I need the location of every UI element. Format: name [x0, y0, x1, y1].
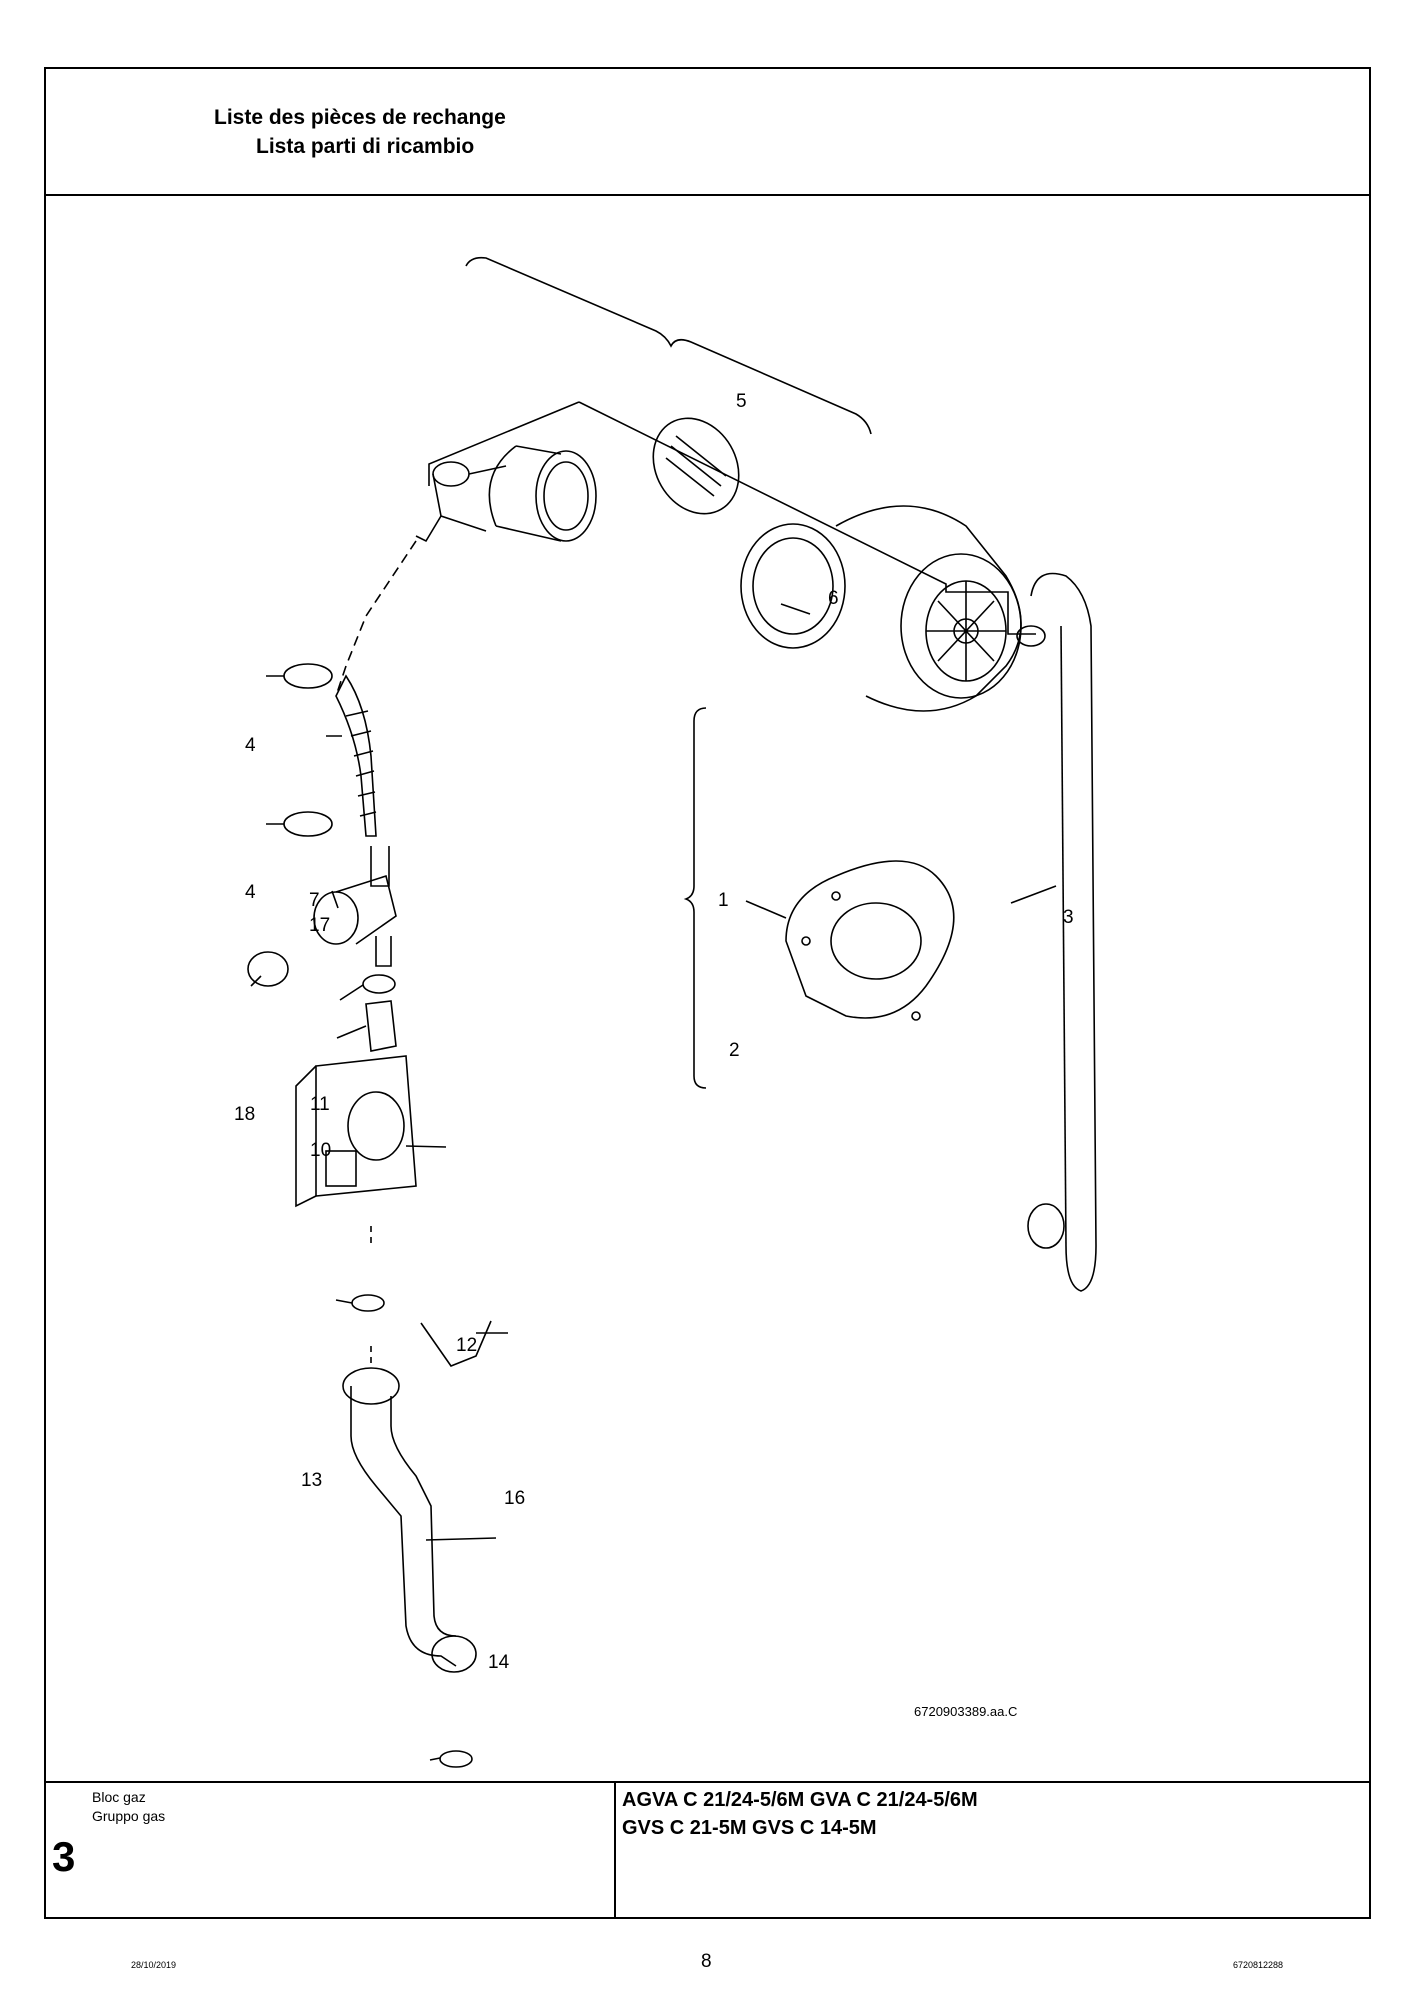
callout-18: 18 — [234, 1104, 255, 1125]
tube-part — [1016, 572, 1097, 1292]
callout-12: 12 — [456, 1335, 477, 1356]
oring-part — [362, 974, 396, 994]
callout-7: 7 — [309, 890, 320, 911]
page-frame: Liste des pièces de rechange Lista parti… — [44, 67, 1371, 1919]
gas-pipe-part — [342, 1367, 477, 1673]
footer-date: 28/10/2019 — [131, 1960, 177, 1970]
document-code: 6720812288 — [1233, 1960, 1284, 1970]
cap-part — [247, 951, 289, 987]
gasket-part — [785, 860, 955, 1021]
exploded-view-drawing: 5 6 1 3 2 4 7 4 17 18 11 10 12 13 16 14 … — [46, 196, 1369, 1783]
callout-17: 17 — [309, 915, 330, 936]
fitting-part — [313, 846, 397, 967]
models-line-1: AGVA C 21/24-5/6M GVA C 21/24-5/6M — [622, 1789, 978, 1811]
callout-1: 1 — [718, 890, 729, 911]
venturi-part — [415, 445, 597, 543]
footer-block: Bloc gaz Gruppo gas 3 AGVA C 21/24-5/6M … — [46, 1781, 1369, 1917]
gas-valve-part — [295, 1055, 417, 1208]
callout-4b: 4 — [245, 882, 256, 903]
models-line-2: GVS C 21-5M GVS C 14-5M — [622, 1817, 877, 1839]
drawing-reference: 6720903389.aa.C — [914, 1704, 1017, 1719]
section-cell: Bloc gaz Gruppo gas 3 — [46, 1783, 616, 1917]
title-italian: Lista parti di ricambio — [256, 135, 475, 158]
callout-3: 3 — [1063, 907, 1074, 928]
disc-part — [652, 417, 740, 515]
callout-16: 16 — [504, 1488, 525, 1509]
callout-2: 2 — [729, 1040, 740, 1061]
hose-part — [335, 674, 377, 837]
callout-10: 10 — [310, 1140, 331, 1161]
section-title-french: Bloc gaz — [92, 1789, 146, 1805]
callout-5: 5 — [736, 391, 747, 412]
callout-13a: 13 — [301, 1470, 322, 1491]
exploded-view-svg: 5 6 1 3 2 4 7 4 17 18 11 10 12 13 16 14 … — [234, 256, 1097, 1768]
clip-parts — [283, 663, 333, 837]
callout-6: 6 — [828, 588, 839, 609]
section-number: 3 — [52, 1833, 76, 1880]
callout-4a: 4 — [245, 735, 256, 756]
fan-part — [740, 505, 1022, 712]
header: Liste des pièces de rechange Lista parti… — [46, 69, 1369, 196]
callout-14: 14 — [488, 1652, 510, 1673]
callout-11: 11 — [310, 1094, 330, 1115]
title-french: Liste des pièces de rechange — [214, 106, 506, 129]
nut-part — [365, 1000, 397, 1052]
page-number: 8 — [701, 1951, 712, 1972]
section-title-italian: Gruppo gas — [92, 1808, 166, 1824]
